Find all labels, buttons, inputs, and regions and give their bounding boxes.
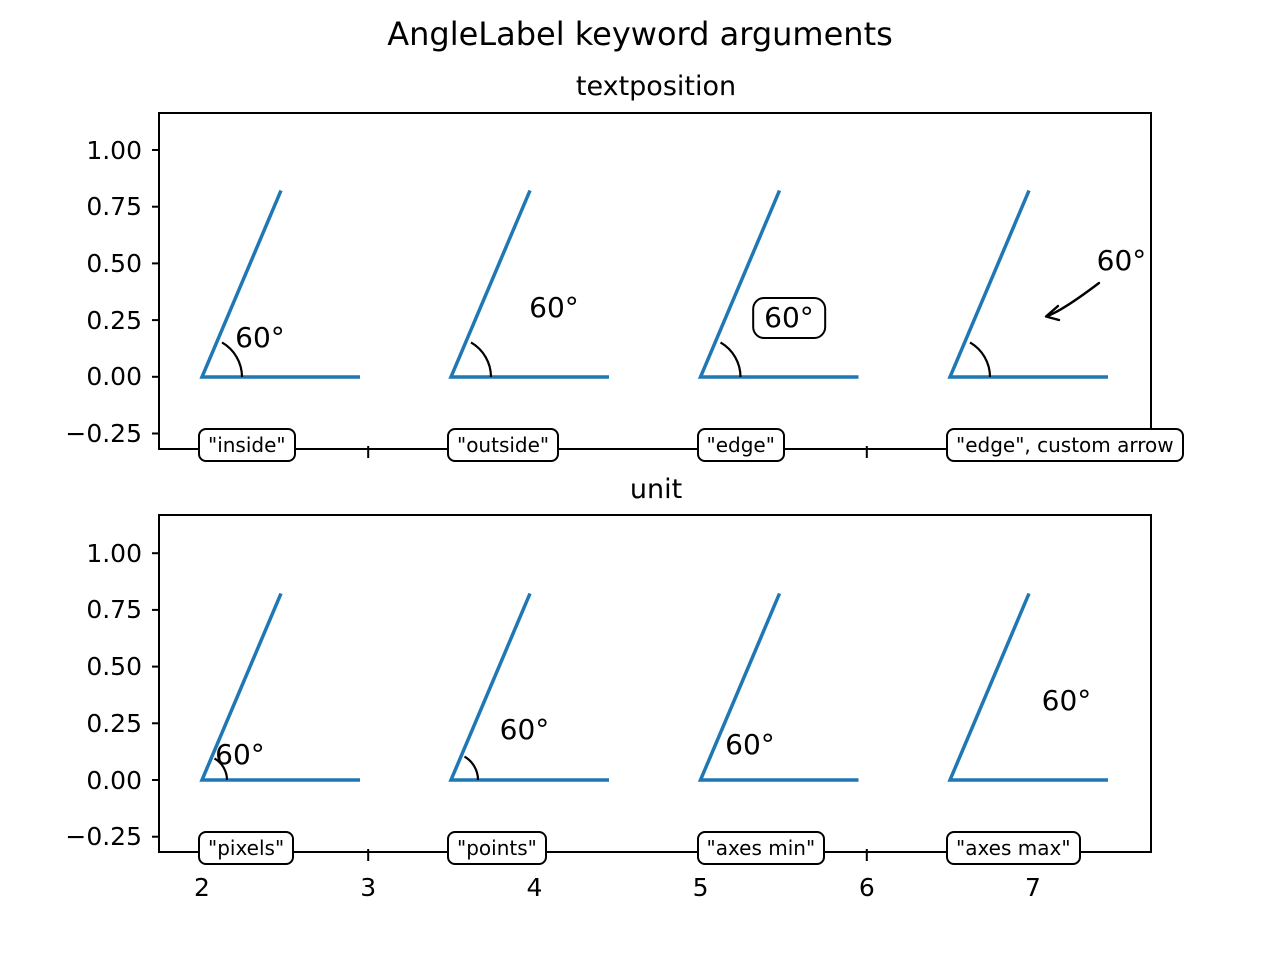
- angle-label-inside: 60°: [235, 321, 285, 354]
- arc-points: [463, 755, 480, 781]
- angle-label-pixels: 60°: [215, 738, 265, 771]
- subplot1-title: textposition: [575, 71, 737, 102]
- angle-rays-inside: [199, 189, 360, 379]
- arc-pixels: [213, 757, 229, 781]
- subplot2-title: unit: [629, 474, 683, 505]
- arc-inside: [221, 341, 244, 378]
- ytick-label: 0.00: [86, 765, 142, 795]
- xtick-label: 4: [526, 873, 543, 902]
- caption-edge-arrow: "edge", custom arrow: [946, 428, 1184, 462]
- figure-suptitle: AngleLabel keyword arguments: [387, 15, 893, 53]
- axes-unit: [158, 514, 1152, 853]
- angle-label-edge: 60°: [752, 297, 826, 339]
- caption-inside: "inside": [198, 428, 296, 462]
- custom-arrow-shaft: [1045, 281, 1101, 318]
- ytick-label: 0.50: [86, 248, 142, 278]
- angle-rays-outside: [448, 189, 609, 379]
- xtick-label: 5: [692, 873, 709, 902]
- caption-axes-max: "axes max": [946, 831, 1081, 865]
- angle-label-axes-min: 60°: [725, 728, 775, 761]
- angle-rays-textposition: [199, 189, 1108, 379]
- xtick-label: 6: [858, 873, 875, 902]
- ytick-label: −0.25: [65, 419, 142, 448]
- caption-points: "points": [447, 831, 547, 865]
- axes-textposition: [158, 112, 1152, 450]
- angle-rays-edge: [697, 189, 859, 379]
- ticks-textposition: [152, 149, 1034, 458]
- arc-edge: [719, 341, 742, 378]
- caption-pixels: "pixels": [198, 831, 295, 865]
- angle-arcs: [213, 341, 992, 781]
- ytick-label: 0.00: [86, 362, 142, 392]
- xtick-label: 2: [194, 873, 210, 902]
- ytick-label: 0.75: [86, 595, 142, 625]
- arc-edge-arrow: [969, 341, 992, 378]
- arc-outside: [470, 341, 493, 378]
- ytick-label: 1.00: [86, 538, 142, 568]
- angle-label-edge-arrow: 60°: [1096, 244, 1147, 277]
- angle-label-axes-max: 60°: [1041, 684, 1092, 717]
- ytick-label: −0.25: [65, 822, 142, 852]
- angle-rays-unit: [199, 592, 1108, 782]
- angle-label-points: 60°: [499, 713, 550, 746]
- caption-outside: "outside": [447, 428, 560, 462]
- angle-rays-axes-min: [697, 592, 859, 782]
- angle-rays-pixels: [199, 592, 360, 782]
- angle-rays-points: [448, 592, 609, 782]
- xtick-label: 7: [1025, 873, 1041, 902]
- angle-rays-edge-arrow: [947, 189, 1108, 379]
- ytick-label: 0.25: [86, 305, 142, 335]
- custom-arrow: [1044, 281, 1101, 322]
- angle-rays-axes-max: [947, 592, 1108, 782]
- xtick-label: 3: [360, 873, 377, 902]
- angle-label-outside: 60°: [529, 291, 579, 324]
- ytick-label: 0.75: [86, 192, 142, 222]
- caption-edge: "edge": [696, 428, 785, 462]
- caption-axes-min: "axes min": [696, 831, 826, 865]
- ytick-label: 1.00: [86, 135, 142, 165]
- ticks-unit: [152, 552, 1034, 861]
- ytick-label: 0.25: [86, 708, 142, 738]
- custom-arrow-head: [1044, 304, 1061, 322]
- ytick-label: 0.50: [86, 652, 142, 682]
